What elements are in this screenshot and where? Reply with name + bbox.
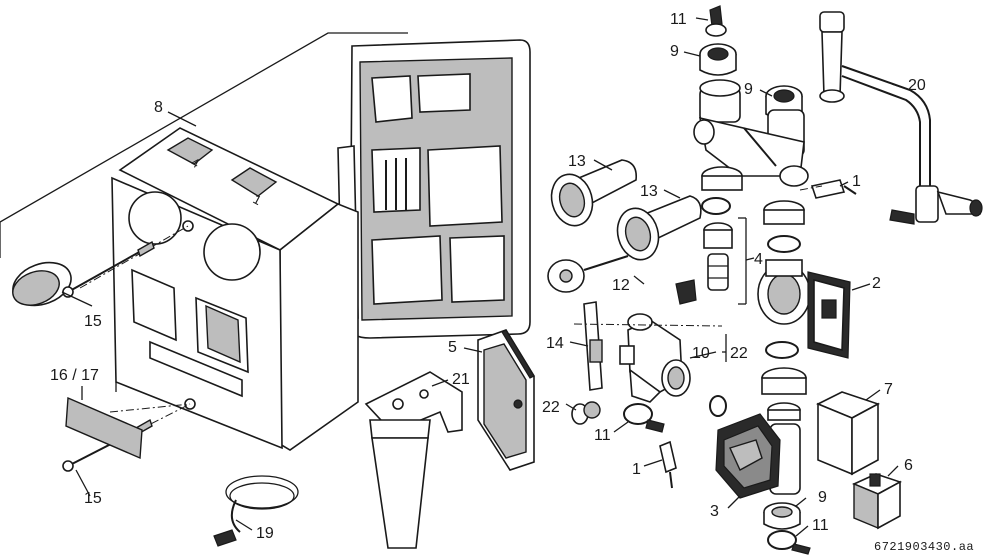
label-8: 8 [154,99,163,116]
label-9-bottom: 9 [818,489,827,506]
label-14: 14 [546,335,564,352]
insulation-6 [851,473,902,530]
screw-15-upper [62,240,155,298]
label-6: 6 [904,457,913,474]
label-3: 3 [710,503,719,520]
sensor-1-right [799,179,857,199]
label-13-lower: 13 [640,183,658,200]
sleeve-13-upper [550,159,638,227]
label-22-right: 22 [730,345,748,362]
label-9-right: 9 [744,81,753,98]
plug-knob [12,261,72,307]
pump-2 [757,259,851,359]
power-cable-19 [213,475,299,547]
label-15-lower: 15 [84,490,102,507]
sleeve-13-lower [616,195,702,261]
lower-fittings [761,367,807,421]
label-9-top: 9 [670,43,679,60]
nameplate-16-17 [65,396,143,460]
seal-ring [709,395,727,417]
leader-lines [61,17,905,537]
clip-11-mid [623,403,665,433]
label-11-bottom: 11 [812,517,829,534]
nut-9-bottom [763,502,801,530]
clip-11-bottom [767,530,811,555]
part-labels: 8 15 16 / 17 15 19 21 5 13 13 12 14 10 2… [50,11,926,542]
nut-9-top [699,43,737,76]
label-21: 21 [452,371,470,388]
label-1-lower: 1 [632,461,641,478]
front-insulation-shell: 4 1 [111,127,359,451]
rear-insulation-shell [335,39,531,339]
label-20: 20 [908,77,926,94]
insulation-7 [816,391,881,476]
label-2: 2 [872,275,881,292]
check-valve-4 [675,166,747,305]
mixing-valve-3 [715,413,801,499]
filter-21 [364,371,463,549]
plug-22 [571,401,601,425]
label-11-mid: 11 [594,427,611,444]
label-10: 10 [692,345,710,362]
drawing-reference: 6721903430.aa [874,540,974,554]
electronics-box-5 [477,329,535,471]
group-bracket-8 [0,32,408,258]
label-11-top: 11 [670,11,687,28]
label-19: 19 [256,525,274,542]
right-column-parts [763,200,805,253]
label-16-17: 16 / 17 [50,367,99,384]
label-12: 12 [612,277,630,294]
thermometer-12 [547,255,629,293]
manifold-block [693,79,809,187]
label-7: 7 [884,381,893,398]
label-4: 4 [754,251,763,268]
clip-11-top [705,5,727,37]
label-5: 5 [448,339,457,356]
sensor-1-lower [659,440,677,489]
label-15-upper: 15 [84,313,102,330]
label-22-left: 22 [542,399,560,416]
label-13-upper: 13 [568,153,586,170]
pipe-assembly-20 [819,11,983,225]
fitting-10 [573,313,723,403]
label-1-right: 1 [852,173,861,190]
